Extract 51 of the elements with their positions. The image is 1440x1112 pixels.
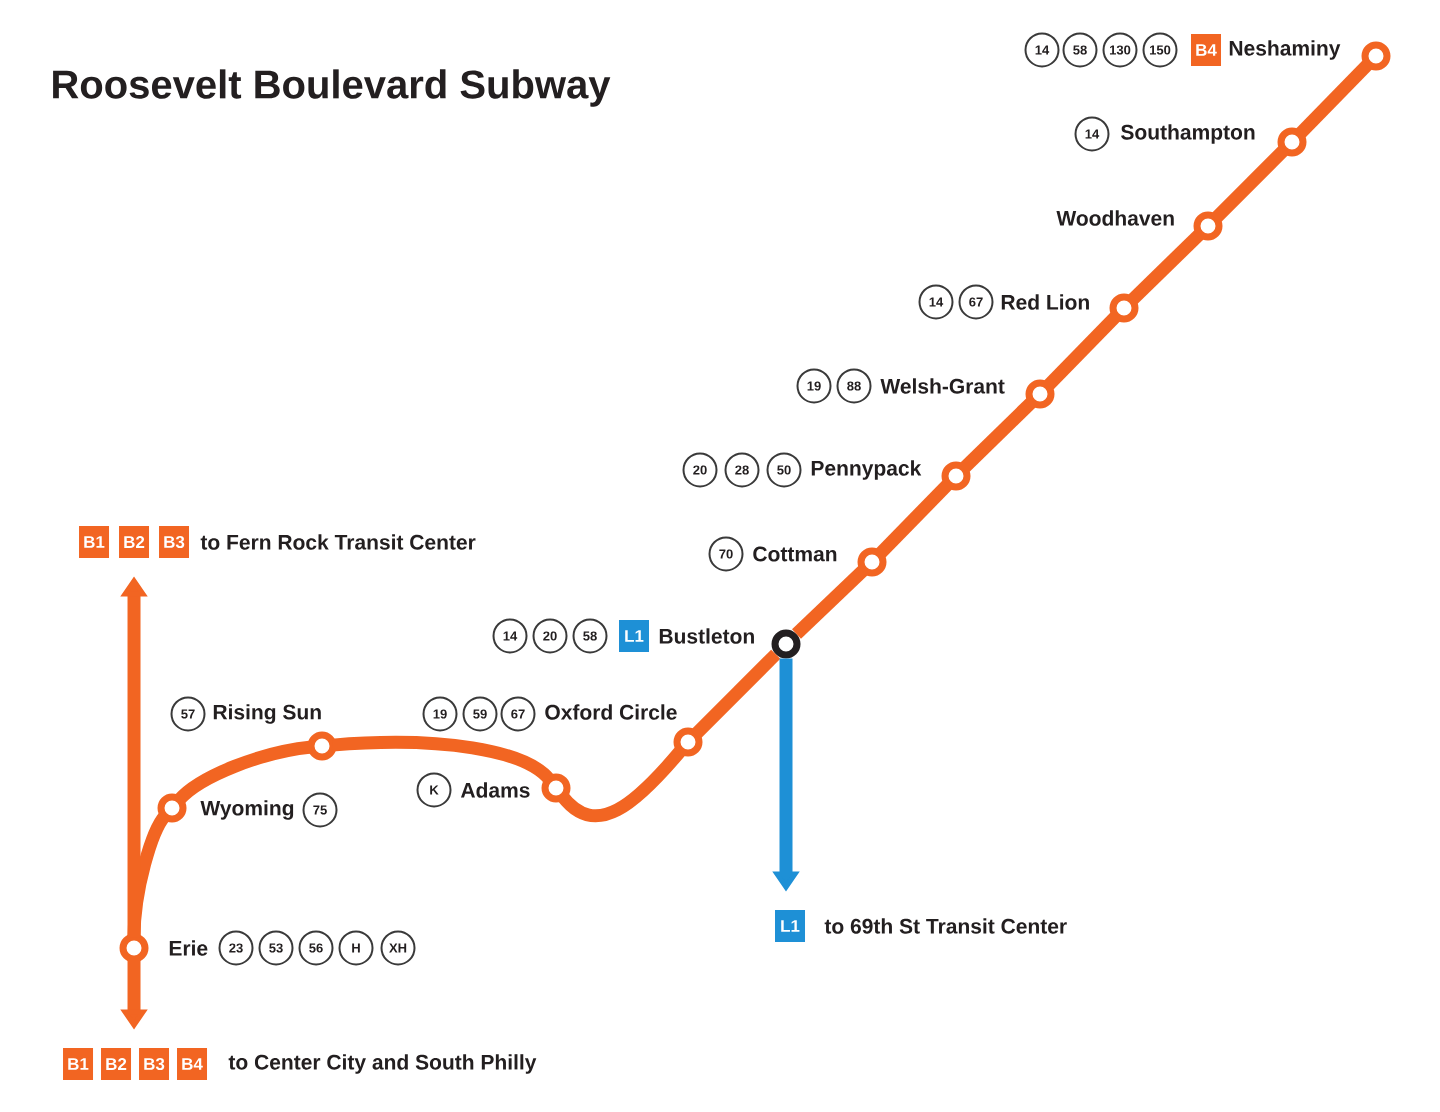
line-badge: B2 bbox=[119, 526, 149, 558]
station-dot bbox=[941, 461, 971, 491]
line-badge: B2 bbox=[101, 1048, 131, 1080]
station-name: Bustleton bbox=[659, 628, 754, 644]
line-badge: B4 bbox=[1191, 34, 1221, 66]
route-line bbox=[174, 740, 313, 805]
line-badge: B3 bbox=[159, 526, 189, 558]
station-name: Woodhaven bbox=[1056, 210, 1174, 226]
station-dot bbox=[771, 629, 801, 659]
station-dot bbox=[673, 727, 703, 757]
line-badge: L1 bbox=[775, 910, 805, 942]
station-dot bbox=[307, 731, 337, 761]
station-dot bbox=[157, 793, 187, 823]
station-name: Pennypack bbox=[811, 460, 922, 480]
route-line bbox=[792, 564, 869, 639]
route-line bbox=[1126, 228, 1206, 306]
route-line bbox=[690, 649, 781, 740]
title: Roosevelt Boulevard Subway bbox=[53, 69, 611, 107]
line-badge: B1 bbox=[63, 1048, 93, 1080]
destination-label: to Fern Rock Transit Center bbox=[200, 534, 476, 550]
station-dot bbox=[1193, 211, 1223, 241]
station-dot bbox=[1361, 41, 1391, 71]
station-dot bbox=[119, 933, 149, 963]
station-name: Adams bbox=[460, 782, 530, 798]
station-name: Welsh-Grant bbox=[880, 378, 1005, 394]
route-line bbox=[958, 396, 1038, 474]
route-line bbox=[1294, 58, 1374, 140]
line-badge: B3 bbox=[139, 1048, 169, 1080]
station-dot bbox=[1277, 127, 1307, 157]
route-line bbox=[874, 478, 954, 560]
station-name: Rising Sun bbox=[213, 704, 321, 724]
station-name: Neshaminy bbox=[1229, 40, 1341, 60]
route-line bbox=[1210, 144, 1290, 224]
station-dot bbox=[857, 547, 887, 577]
destination-label: to 69th St Transit Center bbox=[824, 918, 1067, 934]
line-badge: B1 bbox=[79, 526, 109, 558]
station-name: Erie bbox=[169, 940, 208, 956]
route-line bbox=[557, 745, 687, 823]
station-dot bbox=[1109, 293, 1139, 323]
station-dot bbox=[541, 773, 571, 803]
station-name: Oxford Circle bbox=[545, 704, 677, 720]
line-badge: B4 bbox=[177, 1048, 207, 1080]
station-name: Red Lion bbox=[1001, 294, 1089, 310]
station-name: Cottman bbox=[753, 546, 837, 562]
station-name: Wyoming bbox=[200, 800, 294, 820]
route-line bbox=[332, 735, 555, 785]
station-dot bbox=[1025, 379, 1055, 409]
line-badge: L1 bbox=[619, 620, 649, 652]
station-name: Southampton bbox=[1121, 124, 1255, 144]
route-line bbox=[1042, 310, 1122, 392]
destination-label: to Center City and South Philly bbox=[228, 1054, 537, 1074]
